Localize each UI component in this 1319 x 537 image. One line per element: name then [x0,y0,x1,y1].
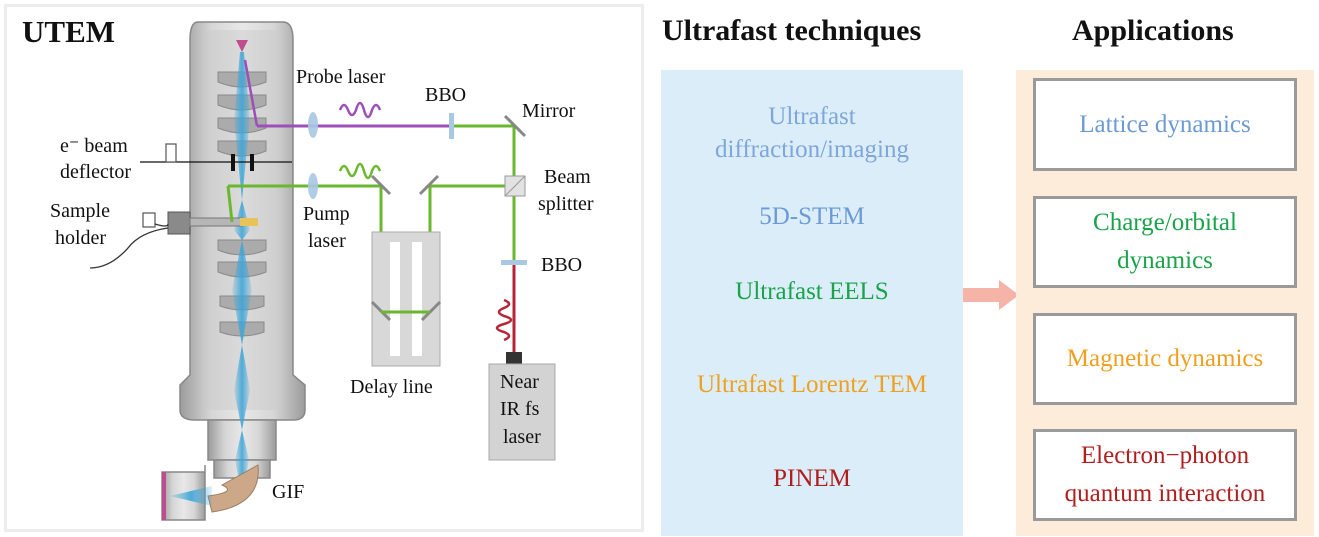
technique-item: Ultrafast diffraction/imaging [715,103,909,163]
beam-splitter [504,175,526,197]
bbo-bottom-label: BBO [541,254,582,276]
applications-title: Applications [1072,14,1234,47]
beam-deflector-label-1: e⁻ beam [60,135,128,157]
near-ir-label-2: IR fs [500,398,540,420]
pump-laser-label-1: Pump [303,203,350,225]
bbo-top-label: BBO [425,84,466,106]
gif-label: GIF [272,481,304,503]
beam-deflector-label-2: deflector [60,161,131,183]
ir-beam [495,265,516,352]
application-box: Electron−photon quantum interaction [1033,429,1297,521]
pump-lens [308,173,318,199]
technique-item: 5D-STEM [759,203,865,230]
techniques-panel: Ultrafast diffraction/imaging 5D-STEM Ul… [661,70,963,536]
near-ir-label-3: laser [503,426,541,448]
beam-deflector [140,143,292,171]
mirror-right [418,174,440,196]
techniques-title: Ultrafast techniques [662,14,922,47]
near-ir-laser [488,352,556,461]
application-label: Lattice dynamics [1079,110,1251,138]
technique-item: PINEM [773,465,851,492]
technique-item: Ultrafast EELS [735,278,889,305]
utem-title: UTEM [22,14,115,49]
delay-line [370,231,442,367]
right-arrow-icon [963,280,1019,310]
probe-laser-label: Probe laser [296,66,386,88]
application-label: Magnetic dynamics [1066,345,1264,372]
mirror-left [370,174,392,196]
probe-beam [243,59,450,138]
gif-unit [161,464,259,521]
application-box: Magnetic dynamics [1033,313,1297,405]
near-ir-label-1: Near [500,371,539,393]
beam-splitter-label-2: splitter [538,193,594,215]
electron-beam [232,40,252,495]
technique-item: Ultrafast Lorentz TEM [696,371,928,398]
sample-holder-label-2: holder [55,227,106,249]
applications-panel: Lattice dynamics Charge/orbital dynamics… [1016,70,1314,536]
application-label: Electron−photon quantum interaction [1064,442,1266,507]
sample-holder-label-1: Sample [50,200,110,222]
mirror-label: Mirror [522,100,576,122]
bbo-crystal-bottom [501,260,527,265]
application-box: Lattice dynamics [1033,78,1297,171]
pump-laser-label-2: laser [308,230,346,252]
mirror-top [503,114,527,138]
sample-holder [89,211,258,269]
beam-splitter-label-1: Beam [544,166,591,188]
bbo-crystal-top [449,113,454,139]
application-box: Charge/orbital dynamics [1033,196,1297,288]
utem-schematic: Probe laser BBO Mirror e⁻ beam deflector… [50,21,594,521]
delay-line-label: Delay line [350,376,433,398]
application-label: Charge/orbital dynamics [1093,209,1237,274]
